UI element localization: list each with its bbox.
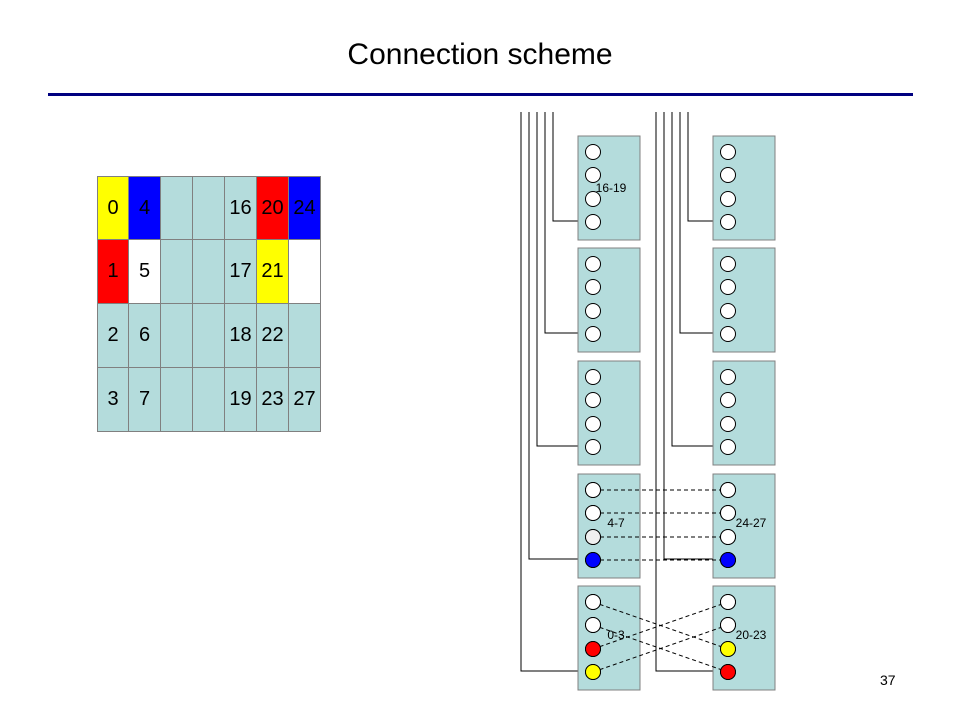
grid-cell: 3 bbox=[97, 368, 129, 432]
right-board-connector bbox=[720, 214, 736, 230]
right-wire bbox=[663, 112, 713, 560]
right-board-connector bbox=[720, 439, 736, 455]
grid-cell: 18 bbox=[225, 304, 257, 368]
grid-cell: 5 bbox=[129, 240, 161, 304]
left-wire bbox=[520, 112, 578, 672]
left-board-label: 0-3 bbox=[607, 628, 625, 642]
right-board-label: 24-27 bbox=[736, 516, 767, 530]
right-wire bbox=[655, 112, 713, 672]
grid-cell: 22 bbox=[257, 304, 289, 368]
left-board-connector bbox=[585, 416, 601, 432]
left-board-connector bbox=[585, 482, 601, 498]
left-board-connector bbox=[585, 641, 601, 657]
right-board-connector bbox=[720, 641, 736, 657]
left-board-connector bbox=[585, 369, 601, 385]
grid-cell bbox=[193, 240, 225, 304]
grid-cell: 24 bbox=[289, 176, 321, 240]
right-board-connector bbox=[720, 191, 736, 207]
left-board-connector bbox=[585, 256, 601, 272]
right-wire bbox=[671, 112, 713, 447]
right-board-connector bbox=[720, 326, 736, 342]
right-board-connector bbox=[720, 369, 736, 385]
left-board-label: 4-7 bbox=[607, 516, 625, 530]
grid-cell bbox=[161, 176, 193, 240]
grid-cell: 1 bbox=[97, 240, 129, 304]
grid-cell: 16 bbox=[225, 176, 257, 240]
grid-cell bbox=[161, 240, 193, 304]
right-board-connector bbox=[720, 594, 736, 610]
right-board-label: 20-23 bbox=[736, 628, 767, 642]
left-board-connector bbox=[585, 191, 601, 207]
right-board-connector bbox=[720, 505, 736, 521]
left-board-connector bbox=[585, 167, 601, 183]
left-board-connector bbox=[585, 505, 601, 521]
right-wire bbox=[679, 112, 713, 334]
grid-cell bbox=[193, 176, 225, 240]
grid-cell: 23 bbox=[257, 368, 289, 432]
left-wire bbox=[552, 112, 578, 222]
grid-cell: 21 bbox=[257, 240, 289, 304]
grid-cell bbox=[193, 368, 225, 432]
left-board-connector bbox=[585, 664, 601, 680]
grid-cell: 4 bbox=[129, 176, 161, 240]
left-board-connector bbox=[585, 552, 601, 568]
left-wire bbox=[544, 112, 578, 334]
right-board-connector bbox=[720, 617, 736, 633]
right-board-connector bbox=[720, 144, 736, 160]
left-board-connector bbox=[585, 279, 601, 295]
grid-cell bbox=[161, 368, 193, 432]
right-wire bbox=[687, 112, 713, 222]
left-board-connector bbox=[585, 617, 601, 633]
page-number: 37 bbox=[880, 672, 896, 688]
right-board-connector bbox=[720, 529, 736, 545]
right-board-connector bbox=[720, 167, 736, 183]
right-board-connector bbox=[720, 392, 736, 408]
right-board-connector bbox=[720, 279, 736, 295]
grid-cell bbox=[289, 240, 321, 304]
left-board-connector bbox=[585, 303, 601, 319]
left-board-connector bbox=[585, 529, 601, 545]
left-board-connector bbox=[585, 326, 601, 342]
left-wire bbox=[528, 112, 578, 560]
dashed-link bbox=[592, 624, 729, 673]
title-underline bbox=[48, 93, 913, 96]
left-board-connector bbox=[585, 144, 601, 160]
grid-cell bbox=[193, 304, 225, 368]
grid-cell bbox=[289, 304, 321, 368]
left-wire bbox=[536, 112, 578, 447]
grid-cell: 17 bbox=[225, 240, 257, 304]
left-board-connector bbox=[585, 392, 601, 408]
grid-cell: 20 bbox=[257, 176, 289, 240]
right-board-connector bbox=[720, 256, 736, 272]
grid-cell: 27 bbox=[289, 368, 321, 432]
grid-cell: 19 bbox=[225, 368, 257, 432]
grid-cell: 0 bbox=[97, 176, 129, 240]
dashed-link bbox=[592, 601, 729, 650]
left-board-connector bbox=[585, 594, 601, 610]
right-board-connector bbox=[720, 552, 736, 568]
right-board-connector bbox=[720, 482, 736, 498]
right-board-connector bbox=[720, 303, 736, 319]
grid-cell: 6 bbox=[129, 304, 161, 368]
left-board-label: 16-19 bbox=[596, 181, 627, 195]
right-board-connector bbox=[720, 664, 736, 680]
right-board-connector bbox=[720, 416, 736, 432]
grid-cell: 2 bbox=[97, 304, 129, 368]
grid-cell bbox=[161, 304, 193, 368]
grid-cell: 7 bbox=[129, 368, 161, 432]
left-board-connector bbox=[585, 439, 601, 455]
slide-title: Connection scheme bbox=[347, 38, 613, 71]
left-board-connector bbox=[585, 214, 601, 230]
